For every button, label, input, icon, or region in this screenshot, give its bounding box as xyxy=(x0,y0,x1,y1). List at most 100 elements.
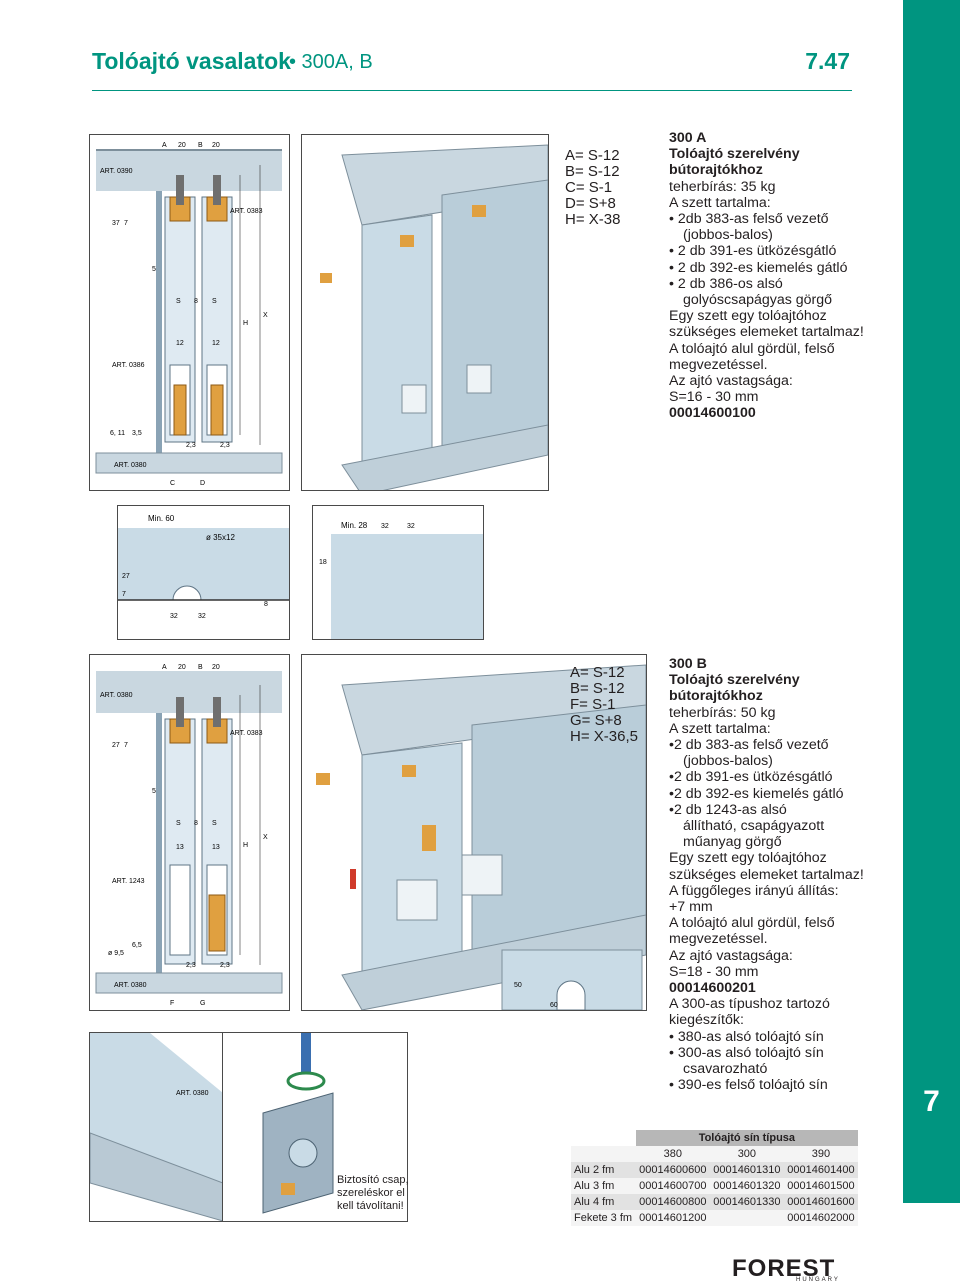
label-art-0383: ART. 0383 xyxy=(230,208,263,215)
spec-line: Az ajtó vastagsága: xyxy=(669,947,793,964)
spec-line: • 2 db 392-es kiemelés gátló xyxy=(669,259,848,276)
dim-d: D xyxy=(200,480,205,487)
spec-line: 300 A xyxy=(669,130,707,146)
spec-line: A tolóajtó alul gördül, felső xyxy=(669,915,835,932)
table-cell: 00014601600 xyxy=(783,1194,858,1210)
table-cell: 00014600800 xyxy=(635,1194,710,1210)
dim-32a: 32 xyxy=(170,613,178,620)
dim-27: 27 xyxy=(122,573,130,580)
label-min60: Min. 60 xyxy=(148,514,175,523)
dim-60: 60 xyxy=(550,1002,558,1009)
dim-h: H xyxy=(243,842,248,849)
chapter-tab: 7 xyxy=(903,0,960,1203)
page-header: Tolóajtó vasalatok • 300A, B 7.47 xyxy=(92,48,852,84)
code-line: B= S-12 xyxy=(570,680,625,697)
code-line: G= S+8 xyxy=(570,712,622,729)
label-art-0390: ART. 0390 xyxy=(100,168,133,175)
spec-line: szükséges elemeket tartalmaz! xyxy=(669,866,864,883)
drawing-hole-min60: Min. 60 ø 35x12 27 7 32 32 8 xyxy=(117,505,290,640)
table-cell: 00014601320 xyxy=(709,1178,784,1194)
drawing-300a-section: ART. 0390 ART. 0383 ART. 0386 ART. 0380 … xyxy=(89,134,290,491)
dim-8: 8 xyxy=(194,820,198,827)
label-art-0380-top: ART. 0380 xyxy=(100,692,133,699)
spec-line: kiegészítők: xyxy=(669,1012,744,1029)
label-hole-35x12: ø 35x12 xyxy=(206,533,235,542)
label-art-0383: ART. 0383 xyxy=(230,730,263,737)
spec-line: A szett tartalma: xyxy=(669,720,771,737)
table-row: Alu 2 fm 00014600600 00014601310 0001460… xyxy=(571,1162,858,1178)
header-rule xyxy=(92,90,852,91)
spec-line: 00014600201 xyxy=(669,980,756,997)
row-label: Alu 2 fm xyxy=(571,1162,636,1178)
drawing-rail-corner: ART. 0380 xyxy=(89,1032,224,1222)
table-row: Fekete 3 fm 00014601200 00014602000 xyxy=(571,1210,858,1226)
spec-line: bútorajtókhoz xyxy=(669,162,763,179)
spec-line: •2 db 383-as felső vezető xyxy=(669,737,829,754)
dim-g: G xyxy=(200,1000,205,1007)
spec-line: teherbírás: 50 kg xyxy=(669,704,776,721)
dim-65: 6,5 xyxy=(132,942,142,949)
spec-line: • 2 db 391-es ütközésgátló xyxy=(669,243,837,260)
dim-13a: 13 xyxy=(176,844,184,851)
spec-line: • 390-es felső tolóajtó sín xyxy=(669,1077,828,1094)
label-art-1243: ART. 1243 xyxy=(112,878,145,885)
spec-line: 300 B xyxy=(669,656,707,672)
logo-word: FOREST xyxy=(732,1255,836,1282)
spec-line: Egy szett egy tolóajtóhoz xyxy=(669,308,827,325)
dim-5: 5 xyxy=(152,788,156,795)
table-cell: 00014600700 xyxy=(635,1178,710,1194)
dim-s1: S xyxy=(176,820,181,827)
label-art-0380: ART. 0380 xyxy=(114,462,147,469)
note-line: Biztosító csap, xyxy=(337,1174,409,1186)
codes-300b: A= S-12 B= S-12 F= S-1 G= S+8 H= X-36,5 xyxy=(570,665,638,745)
spec-line: •2 db 1243-as alsó xyxy=(669,801,787,818)
forest-logo: FOREST HUNGARY xyxy=(732,1255,852,1283)
drawing-300b-perspective: 50 60 xyxy=(301,654,647,1011)
dim-7: 7 xyxy=(124,220,128,227)
drawing-300b-section: ART. 0380 ART. 0383 ART. 1243 ART. 0380 … xyxy=(89,654,290,1011)
dim-20b: 20 xyxy=(212,142,220,149)
table-row: Alu 4 fm 00014600800 00014601330 0001460… xyxy=(571,1194,858,1210)
table-title: Tolóajtó sín típusa xyxy=(635,1130,858,1146)
spec-line: S=16 - 30 mm xyxy=(669,389,759,406)
row-label: Alu 3 fm xyxy=(571,1178,636,1194)
table-cell: 00014601330 xyxy=(709,1194,784,1210)
dim-8: 8 xyxy=(264,601,268,608)
dim-12a: 12 xyxy=(176,340,184,347)
label-art-0386: ART. 0386 xyxy=(112,362,145,369)
dim-c: C xyxy=(170,480,175,487)
dim-32a: 32 xyxy=(381,523,389,530)
dim-7: 7 xyxy=(124,742,128,749)
dim-18: 18 xyxy=(319,559,327,566)
spec-line: •2 db 391-es ütközésgátló xyxy=(669,769,833,786)
codes-300a: A= S-12 B= S-12 C= S-1 D= S+8 H= X-38 xyxy=(565,148,620,228)
drawing-hole-min28: Min. 28 32 32 18 xyxy=(312,505,484,640)
code-line: H= X-36,5 xyxy=(570,728,638,745)
table-cell: 00014601400 xyxy=(783,1162,858,1178)
code-line: H= X-38 xyxy=(565,211,621,228)
dim-x: X xyxy=(263,834,268,841)
dim-35: 3,5 xyxy=(132,430,142,437)
dim-32b: 32 xyxy=(407,523,415,530)
label-min28: Min. 28 xyxy=(341,521,368,530)
table-row: Alu 3 fm 00014600700 00014601320 0001460… xyxy=(571,1178,858,1194)
logo-country: HUNGARY xyxy=(796,1277,840,1283)
table-cell xyxy=(709,1210,784,1226)
dim-32b: 32 xyxy=(198,613,206,620)
dim-s2: S xyxy=(212,298,217,305)
spec-line: A tolóajtó alul gördül, felső xyxy=(669,340,835,357)
spec-line: megvezetéssel. xyxy=(669,356,768,373)
spec-line: (jobbos-balos) xyxy=(683,227,773,244)
chapter-number: 7 xyxy=(923,1085,940,1118)
note-line: kell távolítani! xyxy=(337,1200,404,1212)
dim-f: F xyxy=(170,1000,174,1007)
table-cell: 00014601500 xyxy=(783,1178,858,1194)
row-label: Alu 4 fm xyxy=(571,1194,636,1210)
spec-line: csavarozható xyxy=(683,1061,768,1078)
dim-a: A xyxy=(162,664,167,671)
code-line: D= S+8 xyxy=(565,195,616,212)
dim-27: 27 xyxy=(112,742,120,749)
spec-line: Tolóajtó szerelvény xyxy=(669,672,800,689)
dim-20a: 20 xyxy=(178,142,186,149)
